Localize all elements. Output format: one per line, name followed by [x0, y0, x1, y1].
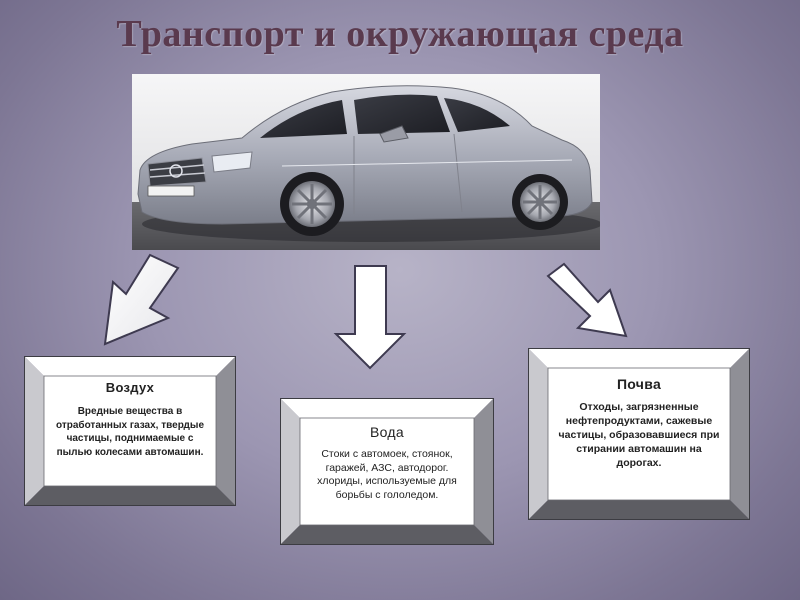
soil-box-text: Отходы, загрязненные нефтепродуктами, са… — [558, 401, 720, 469]
water-box: Вода Стоки с автомоек, стоянок, гаражей,… — [280, 398, 494, 545]
soil-box-heading: Почва — [616, 376, 662, 392]
air-box: Воздух Вредные вещества в отработанных г… — [24, 356, 236, 506]
water-box-frame — [280, 398, 494, 545]
arrow-to-air-icon — [103, 253, 180, 346]
air-box-frame — [24, 356, 236, 506]
water-box-text: Стоки с автомоек, стоянок, гаражей, АЗС,… — [317, 448, 457, 501]
arrow-to-soil-icon — [546, 262, 628, 338]
slide-title: Транспорт и окружающая среда — [116, 13, 684, 55]
air-box-text: Вредные вещества в отработанных газах, т… — [55, 406, 205, 458]
air-box-heading: Воздух — [105, 380, 155, 395]
arrow-to-water-icon — [333, 265, 407, 370]
soil-box: Почва Отходы, загрязненные нефтепродукта… — [528, 348, 750, 520]
car-image — [132, 74, 600, 250]
water-box-heading: Вода — [370, 424, 404, 440]
car-photo — [132, 74, 600, 250]
soil-box-frame — [528, 348, 750, 520]
